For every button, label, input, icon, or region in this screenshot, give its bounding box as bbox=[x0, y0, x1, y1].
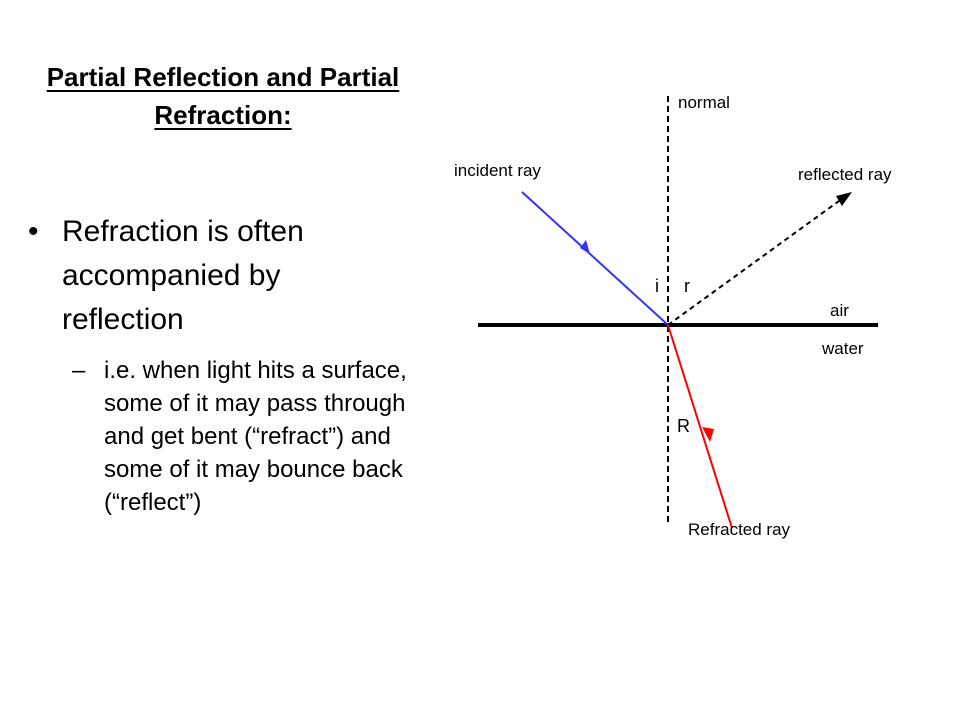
angle-r-label: r bbox=[684, 276, 690, 296]
bullet-marker: • bbox=[28, 215, 39, 248]
normal-label: normal bbox=[678, 93, 730, 112]
refracted-ray bbox=[667, 324, 733, 529]
water-label: water bbox=[821, 339, 864, 358]
bullet-text: Refraction is often accompanied by refle… bbox=[62, 215, 304, 336]
reflected-ray bbox=[667, 192, 851, 326]
refracted-arrowhead bbox=[702, 427, 714, 442]
text-column: Partial Reflection and Partial Refractio… bbox=[0, 0, 440, 720]
refraction-diagram: normal incident ray reflected ray air wa… bbox=[454, 93, 892, 539]
incident-arrowhead bbox=[580, 240, 590, 254]
incident-ray bbox=[521, 191, 669, 326]
slide-title: Partial Reflection and Partial Refractio… bbox=[46, 62, 400, 130]
angle-R-label: R bbox=[677, 416, 690, 436]
air-label: air bbox=[830, 301, 849, 320]
angle-i-label: i bbox=[655, 276, 659, 296]
incident-ray-label: incident ray bbox=[454, 161, 541, 180]
refracted-ray-label: Refracted ray bbox=[688, 520, 791, 539]
sub-bullet-text: i.e. when light hits a surface, some of … bbox=[104, 357, 407, 516]
sub-bullet-marker: – bbox=[72, 357, 86, 384]
reflected-arrowhead bbox=[836, 192, 852, 206]
reflected-ray-label: reflected ray bbox=[798, 165, 892, 184]
